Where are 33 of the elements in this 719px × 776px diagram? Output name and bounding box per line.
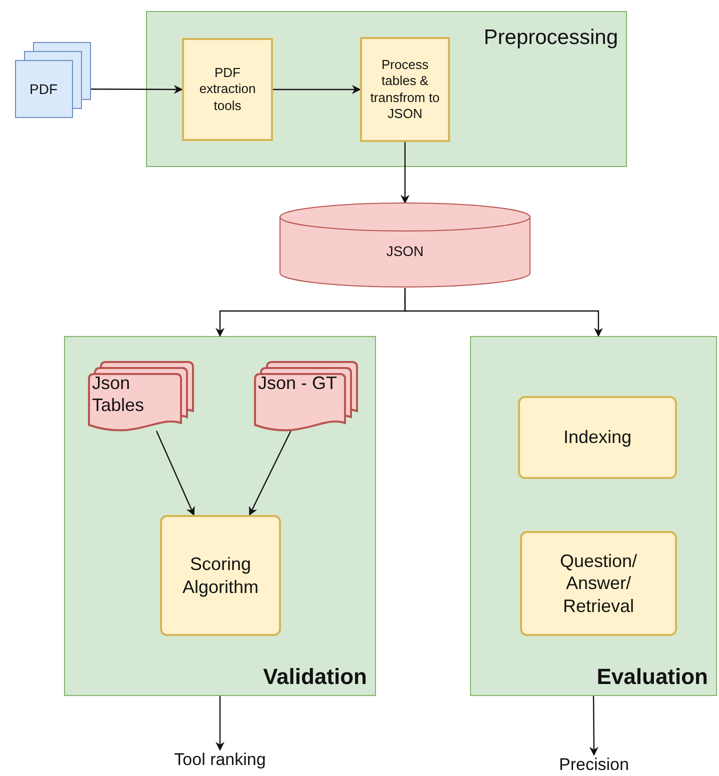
group-panel (470, 336, 717, 696)
process-label: Scoring Algorithm (181, 553, 260, 598)
arrow (400, 142, 410, 204)
document-label: PDF (28, 80, 58, 98)
output-label: Precision (558, 755, 630, 776)
document-label: Json Tables (92, 373, 146, 416)
process-box (160, 515, 281, 636)
process-label: PDF extraction tools (198, 65, 257, 114)
document-stack (88, 359, 195, 431)
group-panel (64, 336, 376, 696)
document-stack (15, 42, 90, 118)
process-box (520, 531, 677, 636)
process-box (360, 37, 450, 142)
database-label: JSON (385, 242, 425, 260)
group-title: Validation (263, 664, 367, 689)
arrow (90, 84, 183, 94)
process-box (182, 38, 273, 141)
group-title: Preprocessing (484, 26, 618, 50)
arrow (273, 85, 361, 94)
process-label: Indexing (563, 426, 632, 449)
database-cylinder (279, 203, 531, 288)
group-panel (146, 11, 627, 167)
process-box (518, 396, 677, 479)
document-label: Json - GT (258, 373, 338, 395)
process-label: Process tables & transfrom to JSON (369, 57, 441, 122)
output-label: Tool ranking (173, 750, 267, 771)
arrow (589, 696, 598, 756)
group-title: Evaluation (596, 664, 708, 689)
arrow (404, 288, 603, 337)
arrow (249, 430, 292, 516)
process-label: Question/ Answer/ Retrieval (558, 550, 638, 618)
document-stack (254, 359, 359, 431)
arrow (216, 696, 224, 751)
